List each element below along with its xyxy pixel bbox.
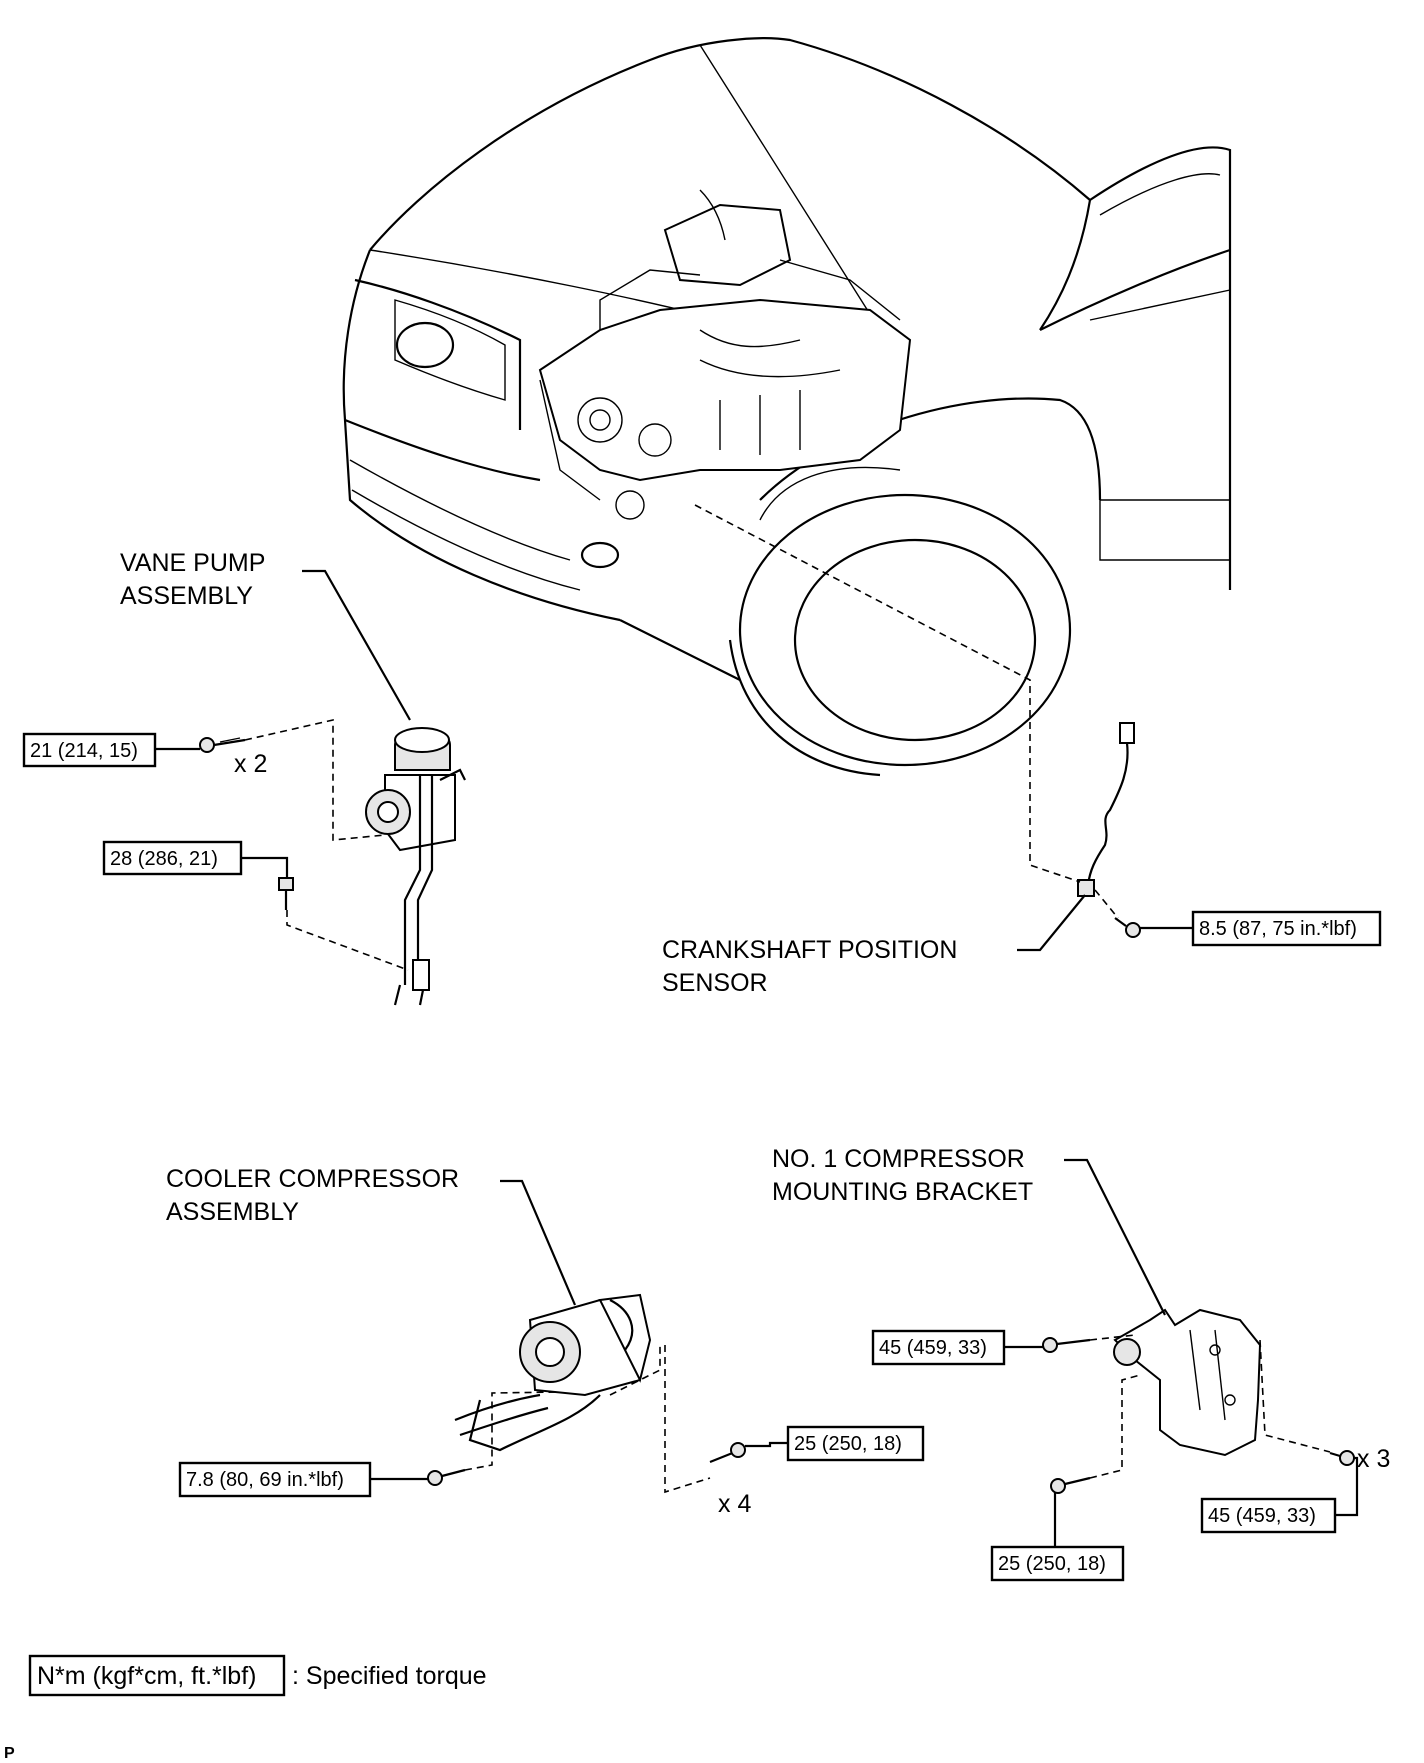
vane-pump-lower-bolt-path [286,910,409,971]
cooler-compressor-left-bolt [427,1468,466,1486]
torque-vp-lower: 28 (286, 21) [110,848,218,870]
cc-left-bolt-path [464,1391,561,1471]
ckp-bolt-path [1094,889,1119,919]
legend-unit-box [28,1654,286,1697]
bracket-right-bolt-path [1259,1339,1331,1453]
legend-description: : Specified torque [292,1662,487,1690]
torque-cc-left: 7.8 (80, 69 in.*lbf) [186,1469,344,1491]
cooler-compressor-label-line2: ASSEMBLY [166,1198,299,1226]
torque-br-right: 45 (459, 33) [1208,1505,1316,1527]
compressor-mounting-bracket [1113,1308,1262,1457]
bracket-right-bolt [1329,1450,1355,1466]
cc-right-dash-upper [609,1345,661,1396]
cooler-compressor-assembly [454,1293,652,1452]
bracket-leader [1064,1158,1166,1316]
corner-mark: P [4,1745,15,1762]
bracket-label-line2: MOUNTING BRACKET [772,1178,1033,1206]
torque-box-vp-lower [102,840,243,876]
torque-box-br-right [1200,1497,1337,1534]
multiplier-cc-right: x 4 [718,1490,751,1518]
vehicle-illustration [342,37,1232,777]
bracket-bottom-bolt [1050,1476,1091,1494]
bracket-label-line1: NO. 1 COMPRESSOR [772,1145,1025,1173]
torque-ckp: 8.5 (87, 75 in.*lbf) [1199,918,1357,940]
vane-pump-leader [302,569,411,721]
bracket-top-bolt [1042,1337,1091,1353]
cooler-compressor-leader [500,1179,577,1306]
torque-box-ckp [1191,910,1382,947]
torque-br-top: 45 (459, 33) [879,1337,987,1359]
ckp-sensor-leader [1017,894,1086,952]
torque-box-cc-left [178,1461,372,1498]
bracket-bottom-bolt-path [1089,1374,1141,1479]
ckp-label-line2: SENSOR [662,969,768,997]
ckp-label-line1: CRANKSHAFT POSITION [662,936,957,964]
vane-pump-label-line1: VANE PUMP [120,549,265,577]
torque-cc-right: 25 (250, 18) [794,1433,902,1455]
torque-box-vp-upper [22,732,157,768]
vp-lower-torque-leader [241,856,289,877]
torque-vp-upper: 21 (214, 15) [30,740,138,762]
cooler-compressor-right-bolt [709,1442,746,1464]
torque-box-br-bottom [990,1545,1125,1582]
crankshaft-position-sensor [1077,722,1135,897]
cc-right-torque-leader [745,1441,790,1448]
torque-box-br-top [871,1329,1006,1366]
vane-pump-assembly [365,727,466,1006]
bracket-top-bolt-path [1089,1334,1136,1341]
torque-box-cc-right [786,1425,925,1462]
multiplier-vp-upper: x 2 [234,750,267,778]
torque-br-bottom: 25 (250, 18) [998,1553,1106,1575]
ckp-sensor-path [694,504,1081,883]
br-right-torque-leader [1335,1456,1359,1517]
ckp-bolt [1114,917,1141,938]
multiplier-br-right: x 3 [1357,1445,1390,1473]
legend-unit: N*m (kgf*cm, ft.*lbf) [37,1662,256,1690]
vane-pump-upper-bolt [199,737,246,753]
vane-pump-lower-bolt [278,877,294,910]
vane-pump-upper-bolt-path [244,718,386,841]
cooler-compressor-label-line1: COOLER COMPRESSOR [166,1165,459,1193]
cc-right-bolt-path [664,1345,711,1494]
vane-pump-label-line2: ASSEMBLY [120,582,253,610]
